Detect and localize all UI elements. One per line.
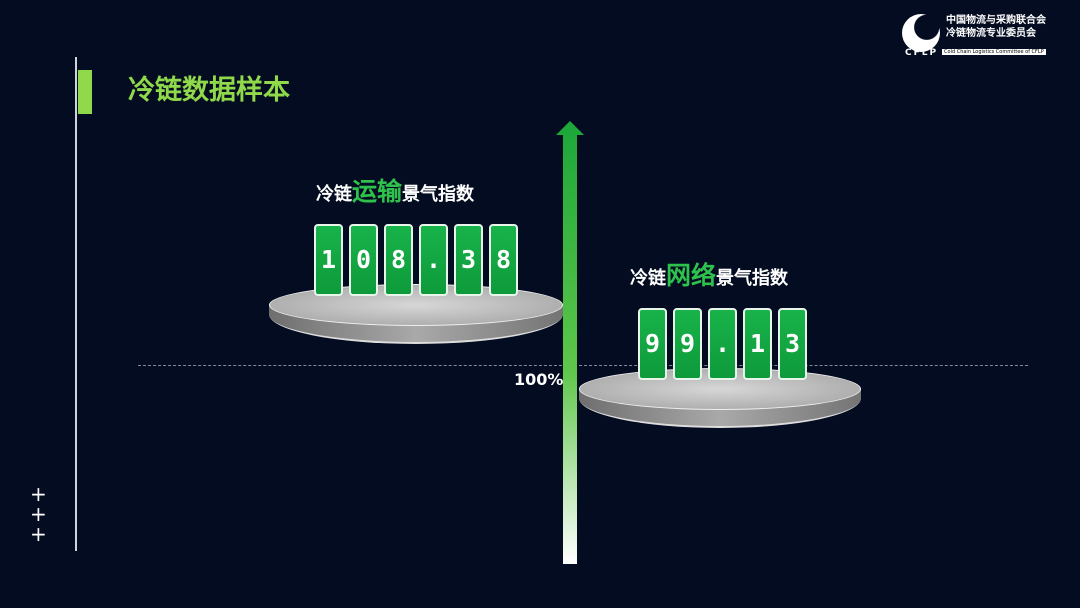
logo-globe-icon: [902, 14, 940, 52]
digit-tile: [638, 308, 667, 380]
plus-icon: +: [30, 502, 47, 526]
cflp-logo: 中国物流与采购联合会冷链物流专业委员会: [902, 14, 1046, 52]
digit-tile: [384, 224, 413, 296]
digit-tile: [778, 308, 807, 380]
digit-tile: [314, 224, 343, 296]
plus-icon: +: [30, 522, 47, 546]
growth-arrow: [563, 134, 577, 564]
plus-icon: +: [30, 482, 47, 506]
left-digit-tiles: [314, 224, 518, 296]
digit-tile: [489, 224, 518, 296]
logo-line1: 中国物流与采购联合会: [946, 15, 1046, 26]
logo-abbr: CFLP: [905, 48, 939, 58]
right-digit-tiles: [638, 308, 807, 380]
baseline-dashed-line: [138, 365, 1028, 366]
logo-line2: 冷链物流专业委员会: [946, 28, 1036, 39]
digit-tile: [419, 224, 448, 296]
left-divider-line: [75, 57, 77, 551]
logo-english: Cold Chain Logistics Committee of CFLP: [942, 49, 1046, 55]
page-title: 冷链数据样本: [128, 75, 290, 106]
digit-tile: [673, 308, 702, 380]
right-index-label: 冷链网络景气指数: [630, 261, 789, 290]
right-pedestal: [579, 368, 861, 434]
digit-tile: [708, 308, 737, 380]
right-index-value: 99.13: [645, 329, 820, 358]
baseline-percent-label: 100%: [514, 370, 564, 389]
left-index-value: 108.38: [321, 245, 531, 274]
arrow-up-icon: [556, 121, 584, 135]
title-accent-bar: [78, 70, 92, 114]
left-index-label: 冷链运输景气指数: [316, 177, 475, 206]
digit-tile: [454, 224, 483, 296]
digit-tile: [349, 224, 378, 296]
digit-tile: [743, 308, 772, 380]
